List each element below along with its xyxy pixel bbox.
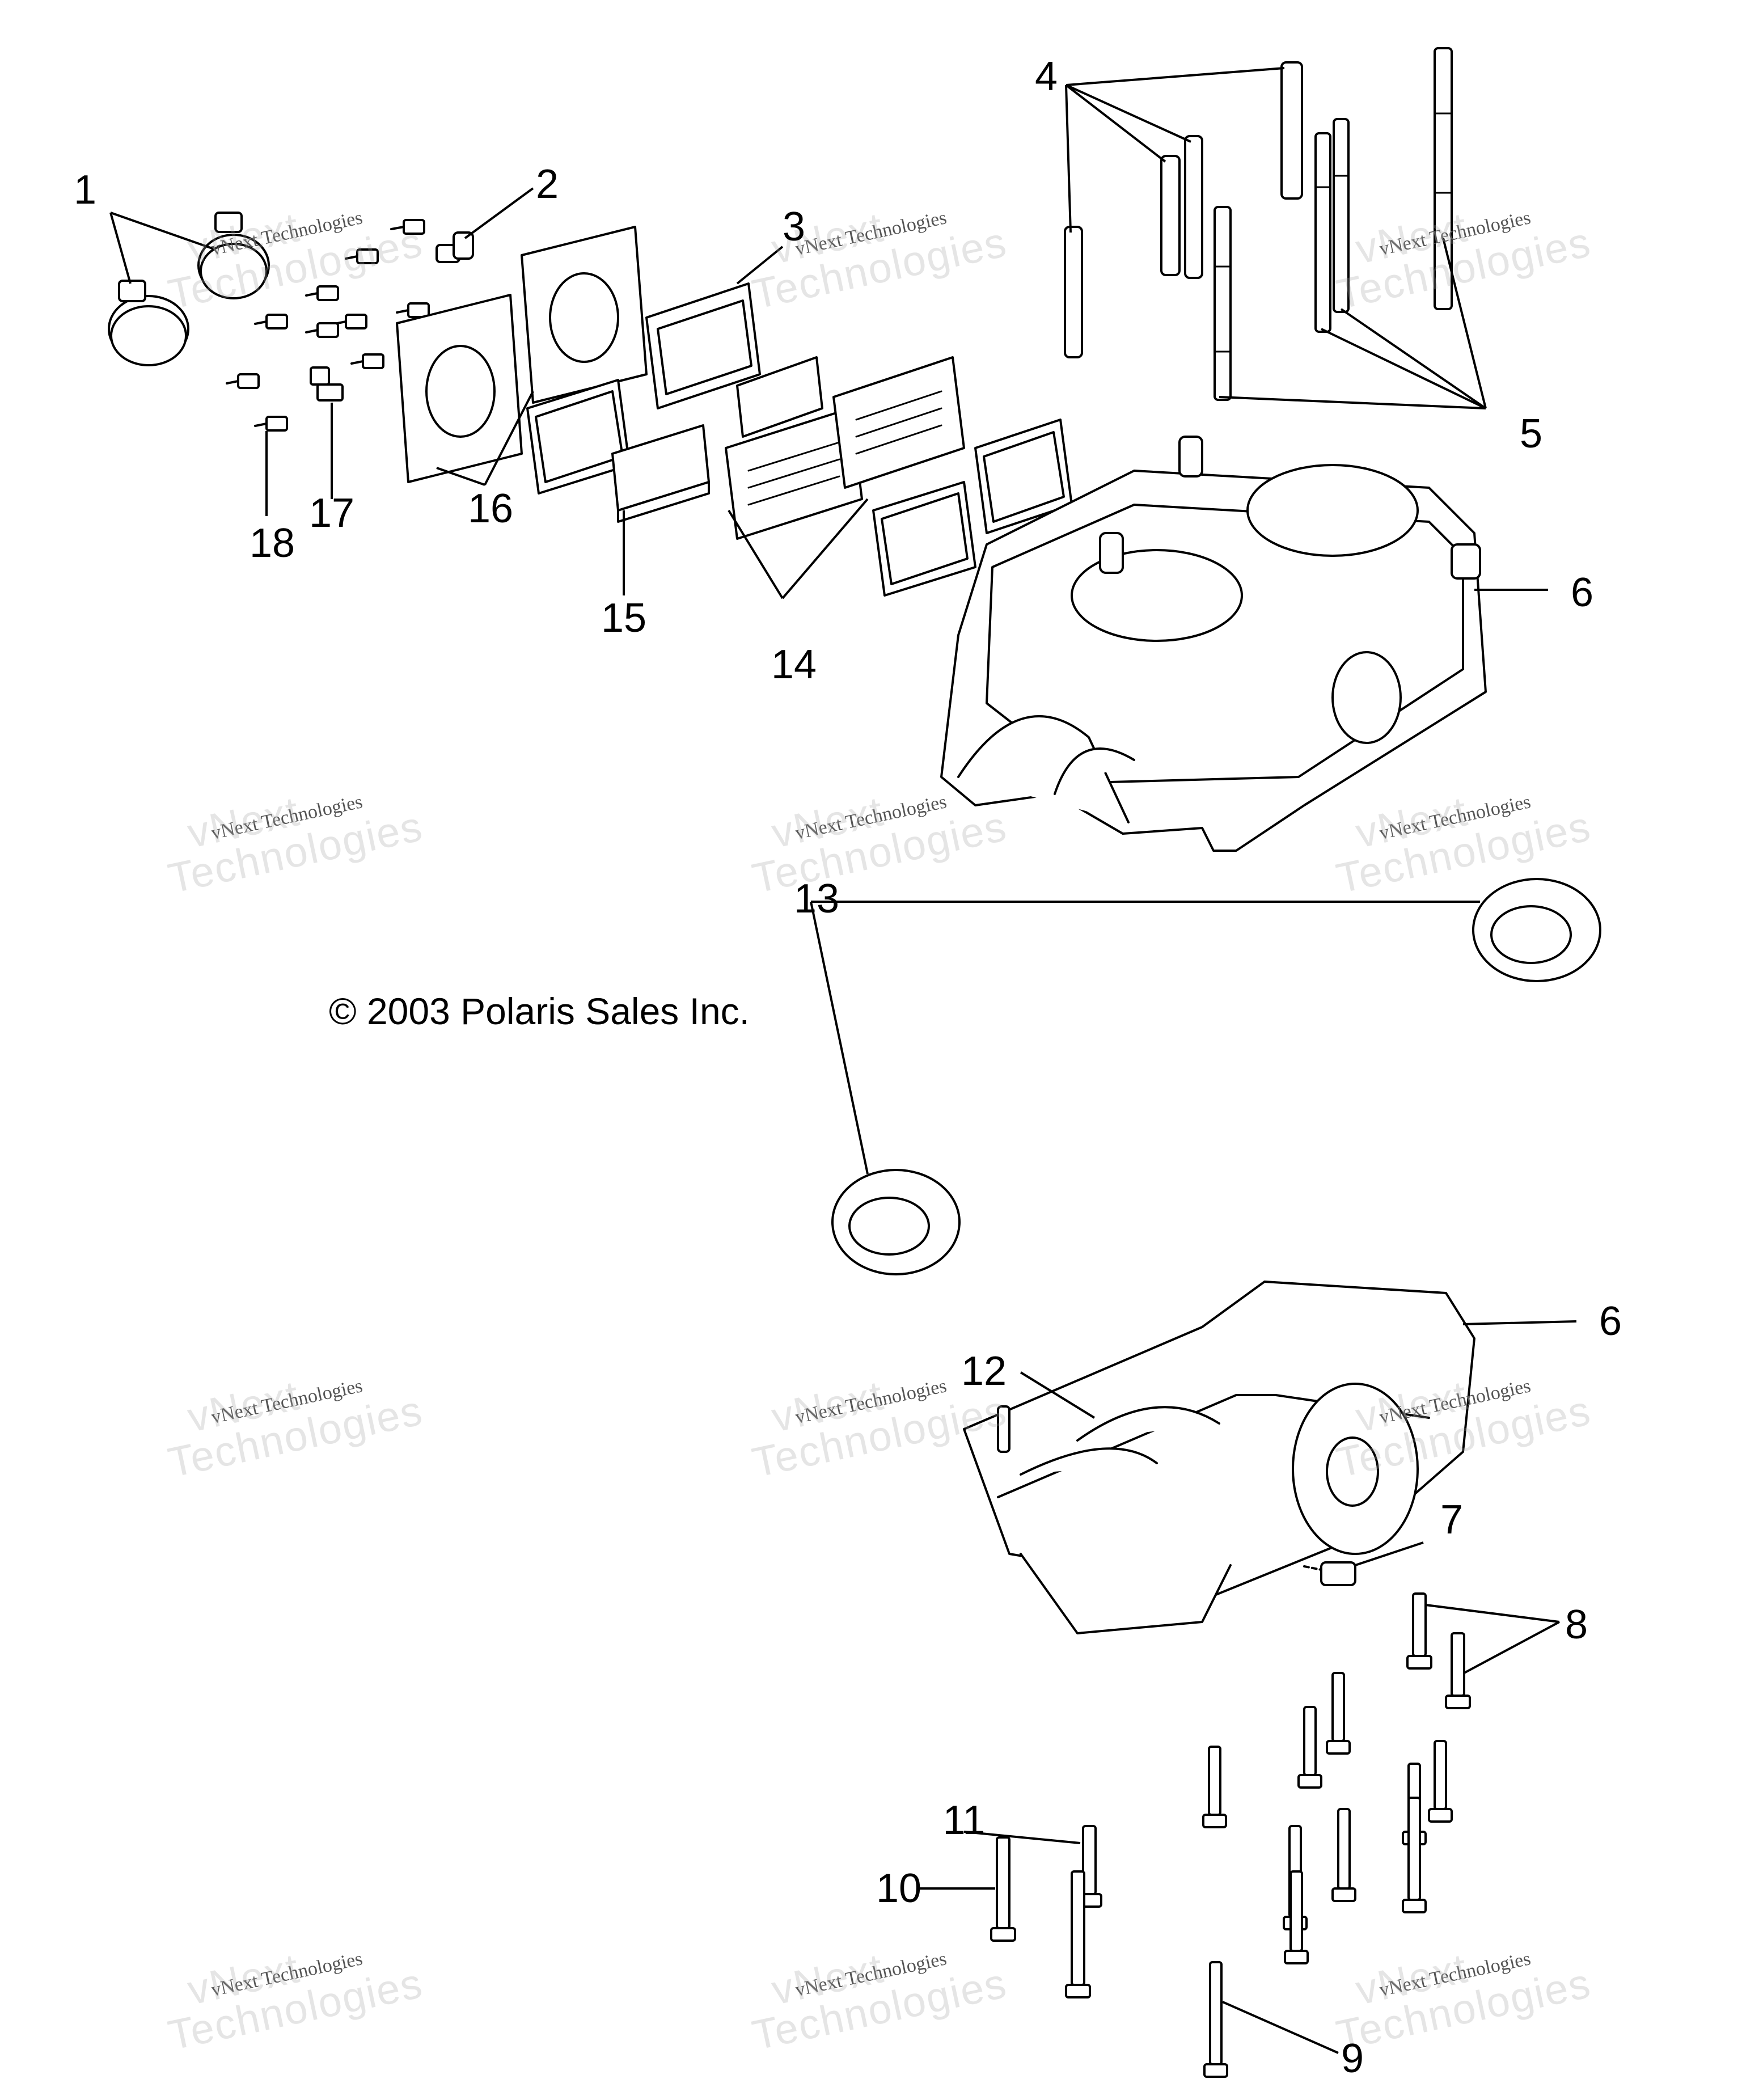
callout-4: 4	[1034, 54, 1058, 99]
callout-1: 1	[73, 167, 97, 213]
callout-13: 13	[793, 876, 840, 922]
bolts-10-11-part	[990, 1825, 1102, 1998]
callout-6-upper: 6	[1570, 570, 1594, 615]
callout-2: 2	[535, 162, 559, 207]
reed-valve-part	[725, 356, 1073, 597]
callout-9: 9	[1341, 2036, 1364, 2081]
callout-14: 14	[771, 642, 817, 687]
callout-18: 18	[249, 521, 295, 566]
bracket-part	[310, 366, 344, 402]
callout-7: 7	[1440, 1497, 1464, 1543]
crankcase-bolts-part	[1406, 1592, 1471, 1709]
crankcase-bolts-long-part	[1202, 1672, 1453, 2078]
callout-5: 5	[1519, 411, 1543, 457]
callout-15: 15	[601, 595, 647, 641]
intake-flange-part	[396, 226, 648, 483]
callout-10: 10	[876, 1866, 922, 1911]
leader-lines	[109, 67, 1577, 2054]
crankshaft-seal-part	[831, 878, 1601, 1275]
callout-6-lower: 6	[1599, 1299, 1622, 1344]
dowel-pins-part	[1064, 61, 1303, 358]
reed-block-part	[611, 356, 823, 523]
callout-11: 11	[942, 1798, 986, 1843]
copyright-notice: © 2003 Polaris Sales Inc.	[329, 990, 750, 1032]
drain-plug-part	[1303, 1561, 1356, 1586]
gasket-part	[526, 282, 761, 495]
studs-part	[1214, 47, 1453, 401]
hose-clamp-part	[108, 212, 270, 366]
lower-crankcase-part	[963, 1281, 1475, 1634]
callout-8: 8	[1565, 1602, 1588, 1647]
fitting-part	[436, 231, 474, 263]
callout-3: 3	[782, 204, 806, 250]
callout-17: 17	[308, 491, 355, 536]
callout-16: 16	[467, 486, 514, 531]
upper-crankcase-part	[940, 436, 1487, 852]
callout-12: 12	[961, 1349, 1007, 1394]
